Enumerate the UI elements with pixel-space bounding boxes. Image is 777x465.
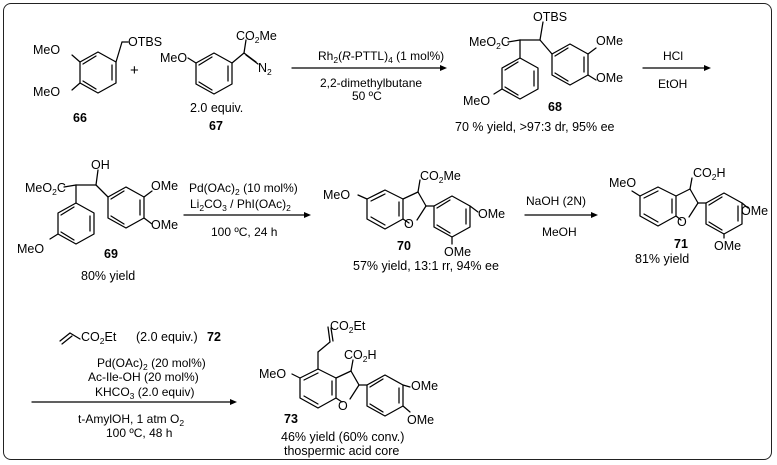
compound-number-72: 72 (207, 330, 221, 344)
methoxy-label: MeO (259, 367, 286, 381)
compound-71: MeO CO2H OMe OMe O 71 81% yield (609, 166, 768, 266)
compound-69: MeO2C OH OMe OMe MeO 69 80% yield (17, 158, 178, 283)
ethyl-ester-label: CO2Et (330, 319, 366, 335)
compound-number-69: 69 (104, 247, 118, 261)
reaction-arrow-1: Rh2(R-PTTL)4 (1 mol%) 2,2-dimethylbutane… (291, 49, 447, 103)
otbs-label: OTBS (533, 10, 567, 24)
methoxy-label: OMe (407, 413, 434, 427)
catalyst-label: Pd(OAc)2 (20 mol%) (97, 356, 206, 372)
acrylate-label: CO2Et (81, 330, 117, 346)
methyl-ester-label: CO2Me (236, 29, 277, 45)
catalyst-label: Pd(OAc)2 (10 mol%) (189, 181, 298, 197)
carboxylic-acid-label: CO2H (344, 348, 377, 364)
temperature-label: 50 ºC (352, 89, 382, 103)
compound-73: CO2Et CO2H MeO OMe OMe O 73 46% yield (6… (259, 319, 438, 458)
yield-label: 81% yield (635, 252, 689, 266)
reagent-label: NaOH (2N) (526, 194, 586, 208)
methoxy-label: OMe (444, 245, 471, 259)
methoxy-label: OMe (478, 207, 505, 221)
methoxy-label: MeO (33, 85, 60, 99)
plus-sign: + (130, 62, 139, 79)
equiv-label: 2.0 equiv. (190, 101, 243, 115)
methoxy-label: MeO (463, 94, 490, 108)
catalyst-label: Rh2(R-PTTL)4 (1 mol%) (318, 49, 444, 65)
reagent-label: HCl (663, 49, 683, 63)
scheme-border (3, 3, 772, 460)
compound-number-71: 71 (674, 237, 688, 251)
reaction-arrow-2: HCl EtOH (642, 49, 711, 91)
compound-67: CO2Me N2 MeO 2.0 equiv. 67 (160, 29, 277, 133)
oxidant-label: Li2CO3 / PhI(OAc)2 (190, 197, 291, 213)
methoxy-label: MeO (17, 242, 44, 256)
ligand-label: Ac-Ile-OH (20 mol%) (88, 370, 199, 384)
methoxy-label: OMe (714, 239, 741, 253)
yield-label: 57% yield, 13:1 rr, 94% ee (353, 259, 499, 273)
compound-number-68: 68 (548, 100, 562, 114)
methoxy-label: MeO (609, 176, 636, 190)
compound-number-67: 67 (209, 119, 223, 133)
base-label: KHCO3 (2.0 equiv) (95, 385, 194, 401)
methyl-ester-label: MeO2C (25, 181, 66, 197)
methoxy-label: MeO (323, 188, 350, 202)
methoxy-label: OMe (596, 34, 623, 48)
solvent-label: 2,2-dimethylbutane (320, 76, 422, 90)
reaction-arrow-3: Pd(OAc)2 (10 mol%) Li2CO3 / PhI(OAc)2 10… (183, 181, 311, 239)
methoxy-label: OMe (151, 218, 178, 232)
methoxy-label: OMe (596, 71, 623, 85)
compound-number-66: 66 (73, 111, 87, 125)
methyl-ester-label: CO2Me (420, 169, 461, 185)
equiv-label: (2.0 equiv.) (136, 330, 198, 344)
ring-oxygen-label: O (677, 215, 687, 229)
solvent-label: t-AmylOH, 1 atm O2 (78, 412, 184, 428)
hydroxyl-label: OH (91, 158, 110, 172)
methoxy-label: OMe (741, 204, 768, 218)
methoxy-label: MeO (33, 43, 60, 57)
compound-number-70: 70 (397, 239, 411, 253)
reaction-arrow-5: CO2Et (2.0 equiv.) 72 Pd(OAc)2 (20 mol%)… (31, 330, 237, 440)
solvent-label: MeOH (542, 225, 577, 239)
compound-70: MeO CO2Me OMe OMe O 70 57% yield, 13:1 r… (323, 169, 505, 273)
methoxy-label: OMe (151, 179, 178, 193)
compound-66: OTBS MeO MeO 66 (33, 35, 162, 125)
compound-68: MeO2C OTBS OMe OMe MeO 68 70 % yield, >9… (455, 10, 623, 134)
methoxy-label: MeO (160, 51, 187, 65)
methoxy-label: OMe (411, 379, 438, 393)
compound-number-73: 73 (284, 412, 298, 426)
ring-oxygen-label: O (338, 399, 348, 413)
carboxylic-acid-label: CO2H (693, 166, 726, 182)
methyl-ester-label: MeO2C (469, 35, 510, 51)
temperature-label: 100 ºC, 48 h (106, 426, 172, 440)
ring-oxygen-label: O (404, 217, 414, 231)
diazo-label: N2 (258, 61, 272, 77)
yield-label: 70 % yield, >97:3 dr, 95% ee (455, 120, 615, 134)
yield-label: 46% yield (60% conv.) (281, 430, 404, 444)
temperature-label: 100 ºC, 24 h (211, 225, 277, 239)
core-note-label: thospermic acid core (284, 444, 399, 458)
solvent-label: EtOH (658, 77, 687, 91)
otbs-label: OTBS (128, 35, 162, 49)
yield-label: 80% yield (81, 269, 135, 283)
reaction-arrow-4: NaOH (2N) MeOH (524, 194, 598, 239)
